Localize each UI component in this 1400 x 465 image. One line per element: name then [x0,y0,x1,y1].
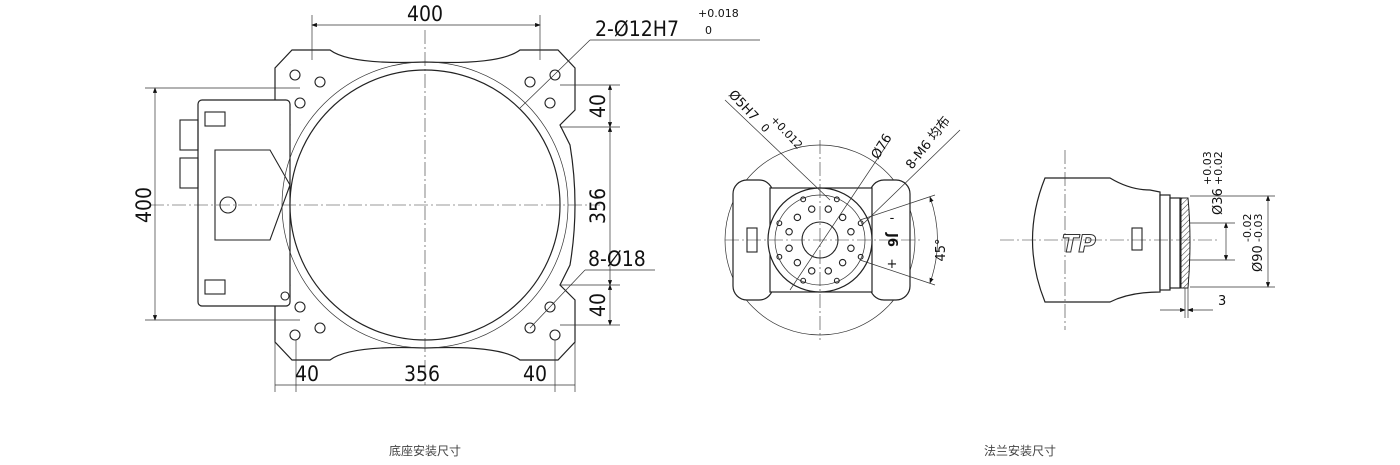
flange-inner-hole [793,213,802,222]
dim-left-height: 400 [132,187,156,223]
base-view: 400 2-Ø12H7 +0.018 0 40 356 40 8-Ø18 400… [132,2,760,458]
svg-text:Ø90: Ø90 [1251,245,1266,272]
side-view: TP Ø36 +0.03 +0.02 Ø90 -0.02 -0.03 3 [1000,150,1275,330]
flange-inner-hole [793,258,802,267]
dim-depth: 3 [1218,294,1226,309]
flange-thread-hole [857,220,864,227]
flange-inner-hole [785,244,793,253]
flange-thread-hole [833,196,840,203]
dim-right-bottom: 40 [586,293,610,317]
dim-bottom-left: 40 [295,362,319,386]
dim-mount-holes: 8-Ø18 [588,247,646,271]
flange-thread-hole [800,277,807,284]
flange-inner-hole [824,205,833,213]
flange-inner-hole [838,213,847,222]
flange-thread-hole [776,220,783,227]
dim-right-top: 40 [586,94,610,118]
flange-inner-hole [807,267,816,275]
dim-bottom-middle: 356 [404,362,440,386]
dim-outer-diameter: Ø90 -0.02 -0.03 [1241,214,1266,272]
dim-inner-tol-upper: +0.03 [1201,151,1214,185]
dim-pin-holes: 2-Ø12H7 [595,17,679,41]
base-view-caption: 底座安装尺寸 [389,443,461,458]
dim-right-middle: 356 [586,188,610,224]
dim-flange-angle: 45° [934,238,949,261]
dim-pin-tol-lower: 0 [705,24,712,37]
flange-thread-hole [800,196,807,203]
dim-flange-pcd: Ø76 [869,131,896,162]
dim-pin-tol-upper: +0.018 [698,7,739,20]
axis-plus: + [887,257,898,272]
flange-inner-hole [807,205,816,213]
flange-view-caption: 法兰安装尺寸 [984,443,1056,458]
flange-thread-hole [776,253,783,260]
svg-text:Ø36: Ø36 [1211,188,1226,215]
dim-flange-pin: Ø5H7 [725,87,761,124]
dim-outer-tol-lower: -0.03 [1252,214,1265,242]
flange-inner-hole [847,244,855,253]
dim-outer-tol-upper: -0.02 [1241,214,1254,242]
flange-thread-hole [833,277,840,284]
tp-logo: TP [1062,230,1096,258]
dim-inner-diameter: Ø36 +0.03 +0.02 [1201,151,1226,215]
flange-thread-hole [857,253,864,260]
dim-bottom-right: 40 [523,362,547,386]
axis-label-j6: J6 [884,232,899,247]
flange-holes [776,196,864,284]
axis-minus: - [890,211,895,226]
flange-inner-hole [785,227,793,236]
flange-inner-hole [847,227,855,236]
flange-inner-hole [824,267,833,275]
flange-view: J6 - + Ø5H7 +0.012 0 Ø76 8-M6 均布 45° 法兰安… [724,87,1056,458]
flange-inner-hole [838,258,847,267]
mount-holes [289,69,561,341]
dim-inner-tol-lower: +0.02 [1212,151,1225,185]
dim-top-width: 400 [407,2,443,26]
